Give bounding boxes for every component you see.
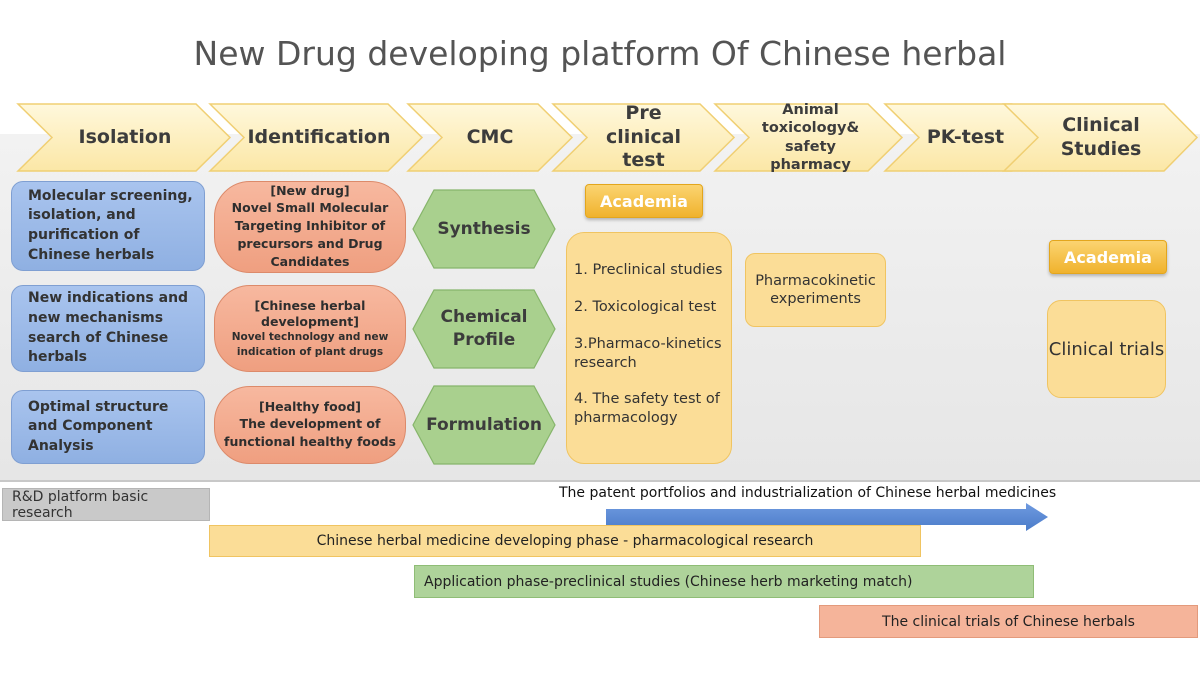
academia-badge-preclinical: Academia	[585, 184, 703, 218]
patent-portfolio-label: The patent portfolios and industrializat…	[559, 485, 1057, 501]
cmc-label-synthesis: Synthesis	[437, 218, 531, 239]
chevron-animal-toxicology	[713, 103, 904, 172]
phase-bar-clinical-trials: The clinical trials of Chinese herbals	[819, 605, 1198, 638]
preclinical-item: 1. Preclinical studies	[574, 262, 723, 278]
chevron-isolation	[16, 103, 232, 172]
identification-food-head: [Healthy food]	[258, 398, 362, 414]
preclinical-item: 3.Pharmaco-kinetics research	[574, 335, 722, 371]
page-title: New Drug developing platform Of Chinese …	[193, 34, 1007, 73]
cmc-hexagon-synthesis	[412, 189, 556, 269]
chevron-identification	[208, 103, 424, 172]
isolation-box-indications: New indications and new mechanisms searc…	[11, 285, 205, 372]
preclinical-studies-box: 1. Preclinical studies 2. Toxicological …	[566, 232, 732, 464]
cmc-label-formulation: Formulation	[426, 414, 542, 435]
stage-label-isolation: Isolation	[78, 125, 172, 148]
stage-label-identification: Identification	[247, 125, 391, 148]
identification-new-drug-head: [New drug]	[270, 182, 350, 198]
identification-box-new-drug: [New drug] Novel Small Molecular Targeti…	[214, 181, 406, 273]
chevron-preclinical	[551, 103, 736, 172]
phase-bar-application: Application phase-preclinical studies (C…	[414, 565, 1034, 598]
stage-label-cmc: CMC	[466, 125, 514, 148]
phase-bar-developing: Chinese herbal medicine developing phase…	[209, 525, 921, 557]
cmc-label-chemical-profile: Chemical Profile	[440, 307, 528, 350]
isolation-box-screening: Molecular screening, isolation, and puri…	[11, 181, 205, 271]
preclinical-item: 4. The safety test of pharmacology	[574, 391, 720, 427]
stage-label-pk-test: PK-test	[926, 125, 1005, 148]
chevron-clinical-studies	[1002, 103, 1199, 172]
identification-herbal-body: Novel technology and new indication of p…	[231, 331, 389, 358]
identification-new-drug-body: Novel Small Molecular Targeting Inhibito…	[231, 199, 389, 270]
identification-box-healthy-food: [Healthy food] The development of functi…	[214, 386, 406, 464]
stage-label-animal-toxicology: Animal toxicology& safety pharmacy	[761, 102, 860, 173]
chevron-cmc	[406, 103, 574, 172]
pharmacokinetic-experiments-box: Pharmacokinetic experiments	[745, 253, 886, 327]
isolation-box-structure: Optimal structure and Component Analysis	[11, 390, 205, 464]
stage-label-clinical-studies: Clinical Studies	[1060, 113, 1142, 160]
cmc-hexagon-chemical-profile	[412, 289, 556, 369]
stage-chevrons	[16, 103, 1199, 172]
phase-bar-basic-research: R&D platform basic research	[2, 488, 210, 521]
identification-food-body: The development of functional healthy fo…	[224, 416, 396, 450]
identification-herbal-head: [Chinese herbal development]	[254, 297, 366, 329]
academia-badge-clinical: Academia	[1049, 240, 1167, 274]
patent-portfolio-arrow	[606, 503, 1048, 531]
preclinical-item: 2. Toxicological test	[574, 298, 717, 315]
identification-box-herbal-development: [Chinese herbal development] Novel techn…	[214, 285, 406, 372]
clinical-trials-box: Clinical trials	[1047, 300, 1166, 398]
stage-label-preclinical: Pre clinical test	[606, 101, 681, 172]
cmc-hexagon-formulation	[412, 385, 556, 465]
